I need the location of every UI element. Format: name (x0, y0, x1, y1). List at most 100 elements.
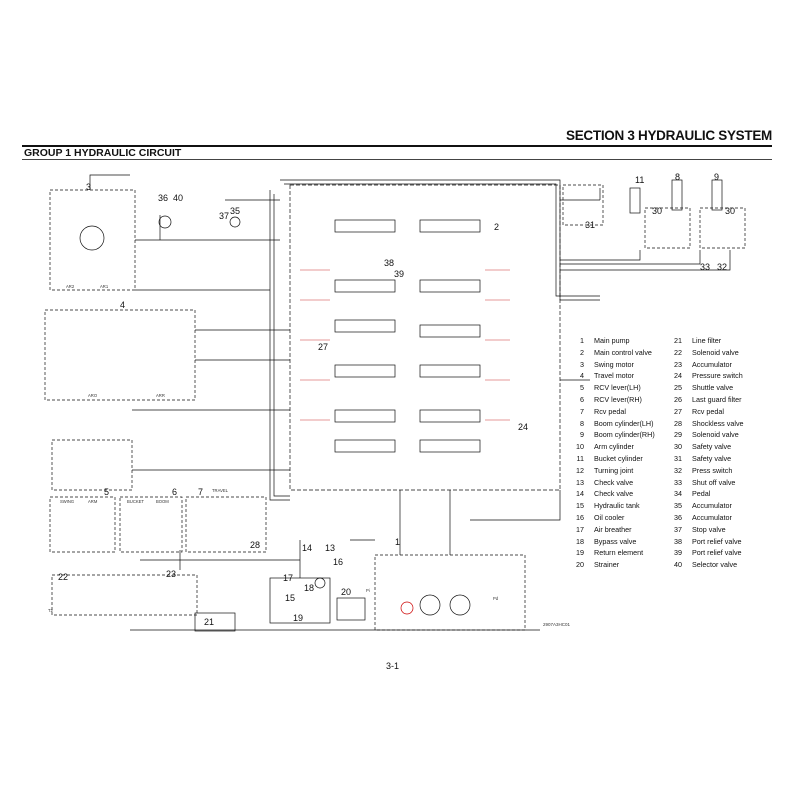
motor-icon (400, 601, 414, 615)
callout-36: 36 (158, 193, 168, 203)
legend-number: 40 (674, 560, 682, 570)
legend-text: Hydraulic tank (594, 501, 640, 511)
spool-1 (334, 219, 396, 233)
pump-left-icon (419, 594, 441, 616)
legend-text: Return element (594, 548, 644, 558)
callout-30-left: 30 (652, 206, 662, 216)
arm-cylinder (629, 187, 641, 214)
legend-text: Port relief valve (692, 548, 742, 558)
callout-11: 11 (635, 175, 644, 185)
legend-text: Air breather (594, 524, 632, 534)
label-boom: BOOM (156, 499, 169, 504)
legend-text: Line filter (692, 336, 722, 345)
legend-number: 2 (580, 347, 584, 357)
legend-item: 33 Shut off valve (670, 477, 780, 489)
label-aro: ARO (88, 393, 98, 398)
legend-text: Accumulator (692, 359, 732, 369)
callout-20: 20 (341, 587, 351, 597)
legend-number: 7 (580, 406, 584, 416)
legend-text: Main control valve (594, 347, 652, 357)
safety-valve-31-box (562, 184, 604, 226)
legend-text: Check valve (594, 477, 634, 487)
swing-motor-box (49, 189, 136, 291)
label-ar2: AR2 (66, 284, 75, 289)
legend-number: 14 (576, 489, 584, 499)
legend-text: Rcv pedal (594, 406, 626, 416)
legend-text: Boom cylinder(RH) (594, 430, 655, 440)
main-pump-box (374, 554, 526, 631)
label-bucket: BUCKET (127, 499, 144, 504)
legend-number: 36 (674, 512, 682, 522)
callout-22: 22 (58, 572, 68, 582)
legend-number: 3 (580, 359, 584, 369)
legend-text: RCV lever(RH) (594, 394, 642, 404)
legend-number: 5 (580, 383, 584, 393)
spool-2 (419, 219, 481, 233)
header-rule (22, 145, 772, 147)
legend-number: 4 (580, 371, 584, 381)
legend-text: Bucket cylinder (594, 453, 643, 463)
legend-text: Turning joint (594, 465, 634, 475)
label-swing: SWING (60, 499, 74, 504)
callout-21: 21 (204, 617, 214, 627)
legend-number: 18 (576, 536, 584, 546)
legend-number: 26 (674, 394, 682, 404)
legend-text: Stop valve (692, 524, 726, 534)
strainer-box (336, 597, 366, 621)
legend-text: Accumulator (692, 512, 732, 522)
callout-35: 35 (230, 206, 240, 216)
spool-4 (419, 279, 481, 293)
legend-text: Solenoid valve (692, 347, 739, 357)
callout-5: 5 (104, 487, 109, 497)
callout-23: 23 (166, 569, 176, 579)
callout-32: 32 (717, 262, 727, 272)
solenoid-block-box (51, 574, 198, 616)
rcv-lh-box (49, 496, 116, 553)
legend-number: 37 (674, 524, 682, 534)
callout-3: 3 (86, 182, 91, 192)
legend-number: 15 (576, 501, 584, 511)
legend-number: 1 (580, 336, 584, 345)
legend-item: 11 Bucket cylinder (572, 453, 682, 465)
pump-right-icon (449, 594, 471, 616)
label-travel: TRAVEL (212, 488, 229, 493)
legend-number: 23 (674, 359, 682, 369)
boom-cylinder-lh (671, 179, 683, 211)
label-arm: ARM (88, 499, 98, 504)
legend-number: 11 (576, 453, 584, 463)
legend-item: 4 Travel motor (572, 370, 682, 382)
callout-16: 16 (333, 557, 343, 567)
legend-number: 33 (674, 477, 682, 487)
callout-8: 8 (675, 172, 680, 182)
legend-text: Travel motor (594, 371, 635, 381)
legend-number: 30 (674, 442, 682, 452)
legend-item: 15 Hydraulic tank (572, 500, 682, 512)
legend-text: Shut off valve (692, 477, 736, 487)
section-title: SECTION 3 HYDRAULIC SYSTEM (566, 128, 772, 143)
spool-5 (334, 319, 396, 333)
callout-37: 37 (219, 211, 229, 221)
label-arr: ARR (156, 393, 165, 398)
spool-9 (334, 409, 396, 423)
callout-18: 18 (304, 583, 314, 593)
callout-14: 14 (302, 543, 312, 553)
subheader-rule (22, 159, 772, 160)
legend-number: 34 (674, 489, 682, 499)
callout-4: 4 (120, 300, 125, 310)
spool-8 (419, 364, 481, 378)
line-filter-box (194, 612, 236, 632)
spool-7 (334, 364, 396, 378)
spool-3 (334, 279, 396, 293)
callout-39: 39 (394, 269, 404, 279)
legend-number: 20 (576, 560, 584, 570)
